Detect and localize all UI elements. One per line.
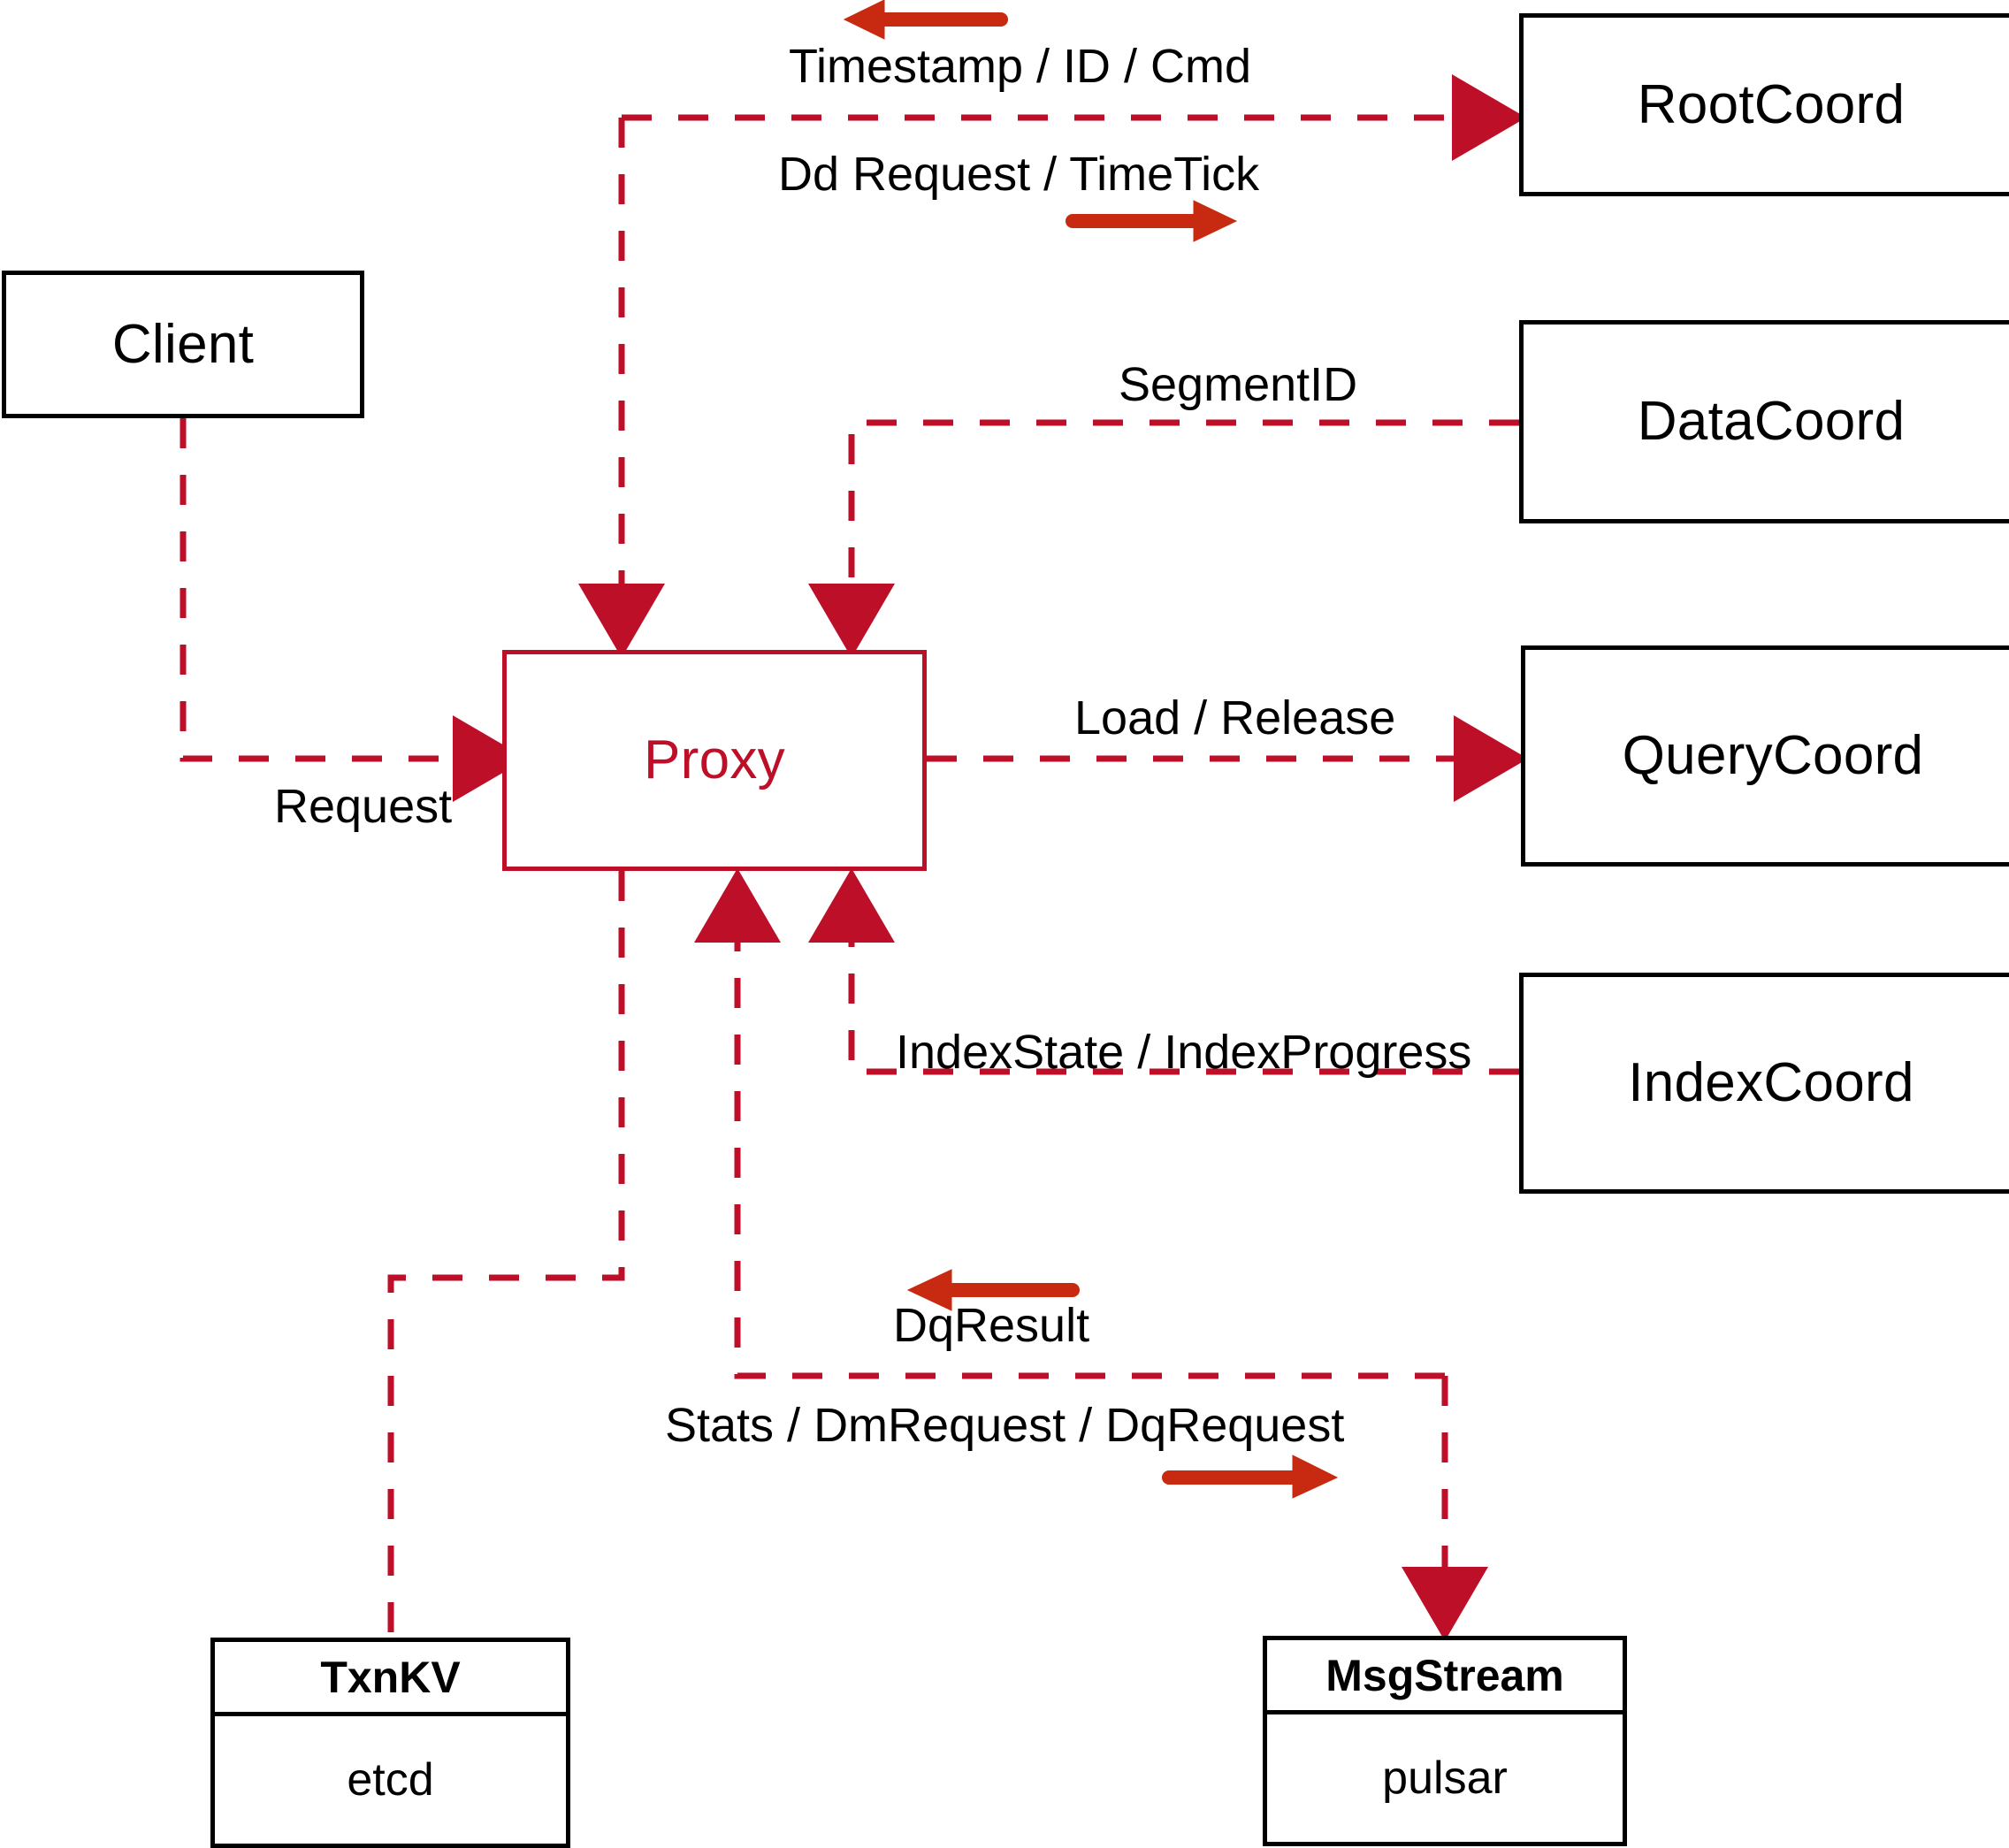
node-rootcoord[interactable]: RootCoord [1519, 13, 2009, 196]
edge-label-timestamp-id-cmd: Timestamp / ID / Cmd [789, 40, 1252, 93]
node-proxy-label: Proxy [644, 729, 785, 790]
edge-label-dqresult: DqResult [893, 1299, 1090, 1352]
edge-datacoord-to-proxy [808, 419, 1519, 658]
store-txnkv-impl: etcd [347, 1754, 434, 1806]
node-proxy[interactable]: Proxy [502, 650, 927, 871]
node-querycoord[interactable]: QueryCoord [1521, 645, 2009, 867]
edge-proxy-to-txnkv [387, 871, 625, 1638]
direction-arrow-left-dqresult [906, 1269, 1080, 1311]
node-indexcoord-label: IndexCoord [1628, 1052, 1914, 1113]
node-client[interactable]: Client [2, 271, 364, 418]
store-msgstream-impl: pulsar [1382, 1753, 1508, 1804]
store-msgstream-body: pulsar [1267, 1714, 1623, 1842]
store-txnkv[interactable]: TxnKV etcd [210, 1638, 570, 1848]
store-txnkv-header: TxnKV [215, 1642, 566, 1716]
node-client-label: Client [111, 313, 255, 375]
store-msgstream-header: MsgStream [1267, 1640, 1623, 1714]
store-txnkv-body: etcd [215, 1716, 566, 1844]
edge-label-dd-request-timetick: Dd Request / TimeTick [778, 148, 1260, 201]
node-datacoord-label: DataCoord [1637, 391, 1906, 452]
node-querycoord-label: QueryCoord [1622, 725, 1924, 786]
edge-label-stats-dmrequest-dqrequest: Stats / DmRequest / DqRequest [665, 1399, 1345, 1452]
store-txnkv-title: TxnKV [320, 1652, 461, 1702]
store-msgstream[interactable]: MsgStream pulsar [1263, 1636, 1627, 1846]
node-datacoord[interactable]: DataCoord [1519, 320, 2009, 523]
edge-label-indexstate-indexprogress: IndexState / IndexProgress [896, 1026, 1472, 1079]
edge-label-load-release: Load / Release [1074, 691, 1396, 745]
node-rootcoord-label: RootCoord [1637, 73, 1906, 135]
edge-label-request: Request [274, 780, 453, 833]
node-indexcoord[interactable]: IndexCoord [1519, 973, 2009, 1194]
edge-label-segmentid: SegmentID [1119, 358, 1358, 411]
direction-arrow-right-ddrequest [1066, 200, 1238, 242]
edge-msgstream-to-proxy [694, 868, 1445, 1379]
direction-arrow-right-stats [1162, 1455, 1339, 1499]
store-msgstream-title: MsgStream [1325, 1650, 1564, 1700]
direction-indicator-arrows [843, 0, 1339, 1499]
edge-client-to-proxy [180, 418, 527, 802]
direction-arrow-left-timestamp [843, 0, 1008, 40]
